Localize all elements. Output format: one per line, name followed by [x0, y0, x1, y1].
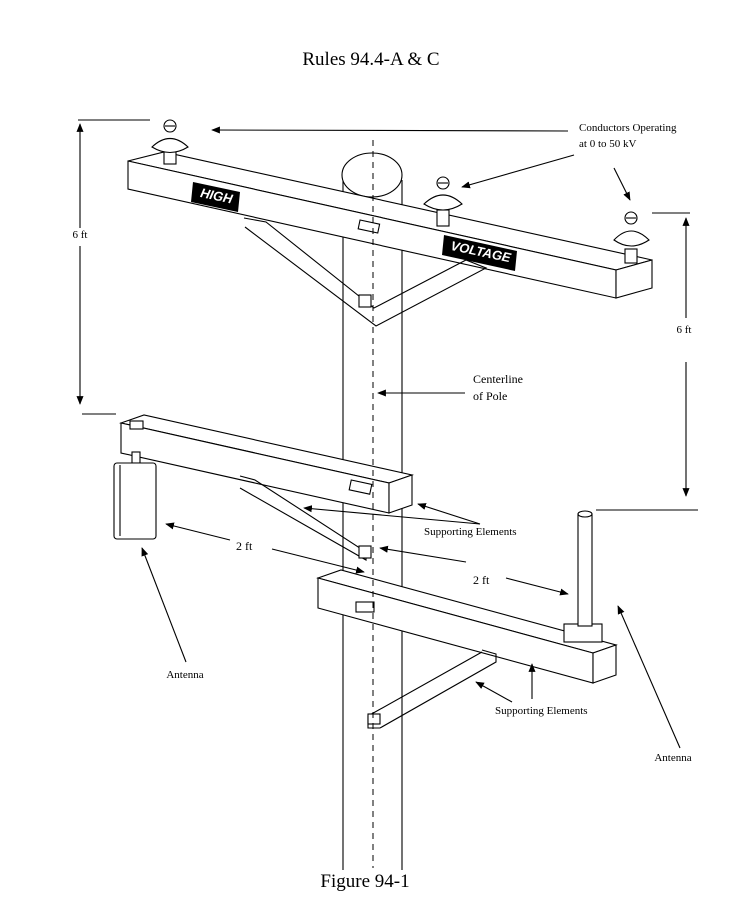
- lower-brace: [367, 649, 497, 729]
- antenna-whip-right: [563, 510, 603, 643]
- left-spacing-dimension: 2 ft: [165, 522, 365, 574]
- left-height-label: 6 ft: [73, 229, 88, 241]
- centerline-label-line2: of Pole: [473, 389, 507, 403]
- right-height-label: 6 ft: [677, 324, 692, 336]
- left-height-dimension: 6 ft: [73, 119, 150, 415]
- utility-pole: [341, 152, 403, 870]
- conductors-callout: Conductors Operating at 0 to 50 kV: [211, 122, 677, 201]
- centerline-callout: Centerline of Pole: [377, 372, 523, 403]
- antenna-right-callout: Antenna: [617, 605, 692, 764]
- middle-brace-bolt: [358, 545, 372, 559]
- antenna-box-left: [113, 451, 157, 540]
- antenna-right-label: Antenna: [654, 752, 691, 764]
- supporting-elements-upper-callout: Supporting Elements: [303, 503, 517, 538]
- centerline-label-line1: Centerline: [473, 372, 523, 386]
- left-spacing-label: 2 ft: [236, 539, 253, 553]
- insulator-left: [151, 119, 189, 165]
- upper-brace-bolt: [358, 294, 372, 308]
- supporting-upper-label: Supporting Elements: [424, 526, 517, 538]
- middle-crossarm: [118, 414, 415, 514]
- conductors-label-line1: Conductors Operating: [579, 122, 677, 134]
- conductors-label-line2: at 0 to 50 kV: [579, 138, 636, 150]
- right-height-dimension: 6 ft: [596, 212, 698, 511]
- antenna-left-callout: Antenna: [141, 547, 204, 681]
- supporting-lower-label: Supporting Elements: [495, 705, 588, 717]
- lower-crossarm: [316, 569, 618, 684]
- lower-brace-bolt: [367, 713, 381, 725]
- pole-top: [341, 152, 403, 198]
- antenna-left-label: Antenna: [166, 669, 203, 681]
- figure-caption: Figure 94-1: [320, 871, 409, 892]
- right-spacing-dimension: 2 ft: [379, 545, 569, 596]
- diagram-title: Rules 94.4-A & C: [302, 49, 439, 70]
- supporting-elements-lower-callout: Supporting Elements: [475, 663, 588, 717]
- sign-high: HIGH: [191, 182, 240, 212]
- insulator-middle: [423, 176, 463, 227]
- middle-brace: [239, 475, 372, 561]
- insulator-right: [613, 211, 650, 264]
- sign-high-text: HIGH: [199, 185, 235, 207]
- right-spacing-label: 2 ft: [473, 573, 490, 587]
